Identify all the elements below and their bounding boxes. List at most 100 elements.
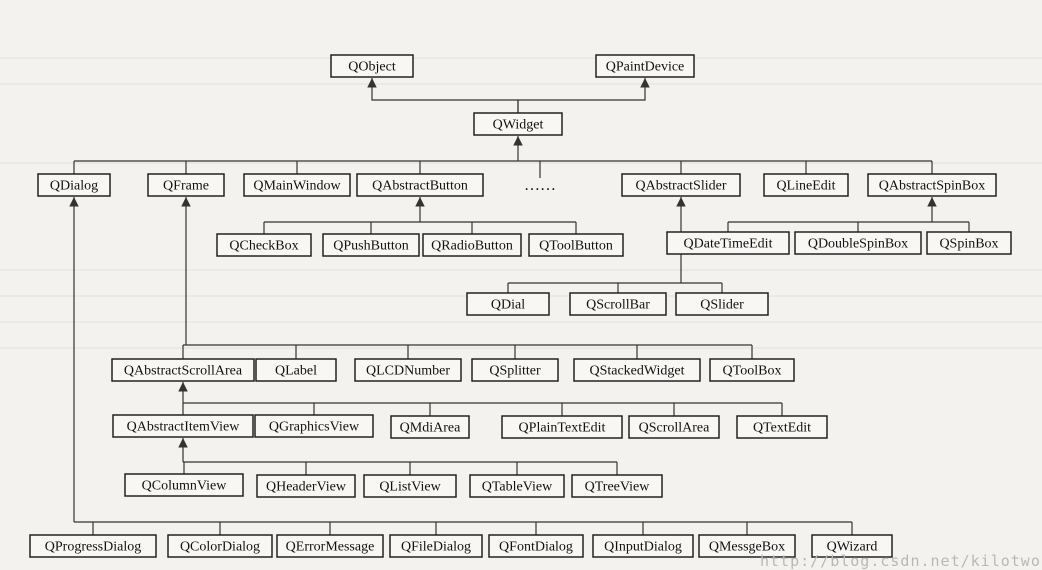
class-node-qsplitter: QSplitter xyxy=(471,358,559,382)
class-node-qfontdialog: QFontDialog xyxy=(488,534,584,558)
class-node-box xyxy=(167,534,273,558)
class-node-label: QListView xyxy=(379,480,441,495)
class-node-qabstractslider: QAbstractSlider xyxy=(621,173,741,197)
class-node-label: QAbstractScrollArea xyxy=(124,364,243,379)
class-node-qtoolbutton: QToolButton xyxy=(528,233,624,257)
class-node-label: QDialog xyxy=(50,179,98,194)
class-node-box xyxy=(595,54,695,78)
class-node-box xyxy=(471,358,559,382)
class-node-box xyxy=(675,292,769,316)
class-node-label: QAbstractSlider xyxy=(636,179,727,194)
class-node-box xyxy=(322,233,420,257)
class-node-box xyxy=(422,233,522,257)
class-node-box xyxy=(794,231,922,255)
class-node-qerrormessage: QErrorMessage xyxy=(276,534,384,558)
class-node-qabstractscrollarea: QAbstractScrollArea xyxy=(111,358,255,382)
class-node-label: QScrollBar xyxy=(586,298,650,313)
class-node-qdoublespinbox: QDoubleSpinBox xyxy=(794,231,922,255)
class-node-box xyxy=(621,173,741,197)
class-node-box xyxy=(571,474,663,498)
class-node-qpaintdevice: QPaintDevice xyxy=(595,54,695,78)
class-node-label: QMdiArea xyxy=(400,421,461,436)
class-node-qabstractitemview: QAbstractItemView xyxy=(112,414,254,438)
class-node-box xyxy=(256,474,356,498)
class-node-label: QTextEdit xyxy=(753,421,811,436)
class-node-label: QObject xyxy=(348,60,396,75)
class-node-box xyxy=(528,233,624,257)
inheritance-edges xyxy=(69,78,970,535)
class-node-qcolumnview: QColumnView xyxy=(124,473,244,497)
class-node-label: QFrame xyxy=(163,179,209,194)
class-node-label: QToolButton xyxy=(539,239,613,254)
class-node-box xyxy=(216,233,312,257)
class-node-qwidget: QWidget xyxy=(473,112,563,136)
class-node-box xyxy=(501,415,623,439)
class-node-qframe: QFrame xyxy=(147,173,225,197)
class-node-qtextedit: QTextEdit xyxy=(736,415,828,439)
class-node-box xyxy=(709,358,795,382)
class-node-qtableview: QTableView xyxy=(469,474,565,498)
class-node-box xyxy=(698,534,796,558)
class-node-label: QPushButton xyxy=(333,239,408,254)
class-node-qinputdialog: QInputDialog xyxy=(592,534,694,558)
class-node-qlcdnumber: QLCDNumber xyxy=(354,358,462,382)
class-node-box xyxy=(255,358,337,382)
class-node-label: QRadioButton xyxy=(431,239,513,254)
class-node-label: QColorDialog xyxy=(180,540,260,555)
class-node-box xyxy=(124,473,244,497)
class-node-label: QFontDialog xyxy=(499,540,573,555)
class-node-box xyxy=(330,54,414,78)
class-node-qdatetimeedit: QDateTimeEdit xyxy=(666,231,790,255)
class-node-qdialog: QDialog xyxy=(37,173,111,197)
class-node-box xyxy=(37,173,111,197)
class-node-label: QDoubleSpinBox xyxy=(808,237,908,252)
class-node-label: QSplitter xyxy=(489,364,541,379)
class-node-label: QWidget xyxy=(493,118,544,133)
class-node-qheaderview: QHeaderView xyxy=(256,474,356,498)
class-node-qspinbox: QSpinBox xyxy=(926,231,1012,255)
inheritance-line xyxy=(517,78,650,113)
class-node-qobject: QObject xyxy=(330,54,414,78)
class-node-box xyxy=(276,534,384,558)
class-node-qmdiarea: QMdiArea xyxy=(390,415,470,439)
class-node-qtoolbox: QToolBox xyxy=(709,358,795,382)
class-node-qpushbutton: QPushButton xyxy=(322,233,420,257)
class-node-label: QAbstractButton xyxy=(372,179,468,194)
class-node-qwizard: QWizard xyxy=(811,534,893,558)
class-node-box xyxy=(389,534,483,558)
class-node-box xyxy=(112,414,254,438)
class-node-qscrollarea: QScrollArea xyxy=(628,415,720,439)
class-node-box xyxy=(390,415,470,439)
class-node-box xyxy=(736,415,828,439)
class-node-label: QColumnView xyxy=(142,479,228,494)
class-node-qcheckbox: QCheckBox xyxy=(216,233,312,257)
class-node-box xyxy=(111,358,255,382)
class-node-label: QGraphicsView xyxy=(269,420,360,435)
more-classes-ellipsis: …… xyxy=(524,177,556,194)
inheritance-line xyxy=(367,78,519,113)
class-node-label: QHeaderView xyxy=(266,480,347,495)
class-node-label: QAbstractSpinBox xyxy=(879,179,986,194)
class-node-label: QCheckBox xyxy=(229,239,298,254)
class-node-box xyxy=(354,358,462,382)
class-node-qfiledialog: QFileDialog xyxy=(389,534,483,558)
class-node-label: QSpinBox xyxy=(939,237,998,252)
class-node-qlistview: QListView xyxy=(363,474,457,498)
class-node-label: QInputDialog xyxy=(604,540,682,555)
class-node-qdial: QDial xyxy=(466,292,550,316)
class-node-box xyxy=(356,173,484,197)
class-node-box xyxy=(473,112,563,136)
class-node-box xyxy=(763,173,849,197)
class-node-box xyxy=(469,474,565,498)
class-node-label: QDial xyxy=(491,298,525,313)
class-node-qmessgebox: QMessgeBox xyxy=(698,534,796,558)
class-node-qlabel: QLabel xyxy=(255,358,337,382)
class-node-qprogressdialog: QProgressDialog xyxy=(29,534,157,558)
class-node-label: QErrorMessage xyxy=(286,540,375,555)
class-node-box xyxy=(867,173,997,197)
class-node-label: QAbstractItemView xyxy=(127,420,241,435)
class-node-box xyxy=(29,534,157,558)
class-node-label: QTreeView xyxy=(585,480,651,495)
